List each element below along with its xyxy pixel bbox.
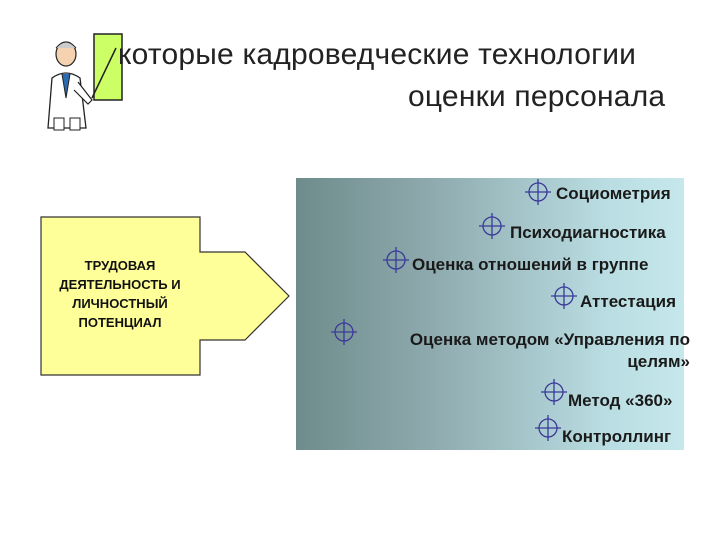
crosshair-icon — [535, 415, 561, 441]
item-label: Аттестация — [580, 292, 676, 311]
crosshair-icon — [331, 319, 357, 345]
crosshair-icon — [479, 213, 505, 239]
item-label: Оценка отношений в группе — [412, 255, 649, 274]
activity-arrow — [40, 216, 290, 376]
crosshair-icon — [383, 247, 409, 273]
title-line-2: оценки персонала — [408, 80, 666, 113]
item-label: Оценка методом «Управления по целям» — [409, 330, 690, 371]
item-label: Психодиагностика — [510, 223, 666, 242]
item-label: Контроллинг — [562, 427, 672, 446]
activity-box-label: ТРУДОВАЯ ДЕЯТЕЛЬНОСТЬ И ЛИЧНОСТНЫЙ ПОТЕН… — [59, 258, 181, 330]
crosshair-icon — [525, 179, 551, 205]
crosshair-icon — [551, 283, 577, 309]
crosshair-icon — [541, 379, 567, 405]
methods-panel — [296, 178, 684, 450]
item-label: Социометрия — [556, 184, 671, 203]
item-label: Метод «360» — [568, 391, 673, 410]
title-line-1: которые кадроведческие технологии — [118, 38, 637, 71]
presenter-clipart — [47, 33, 123, 131]
